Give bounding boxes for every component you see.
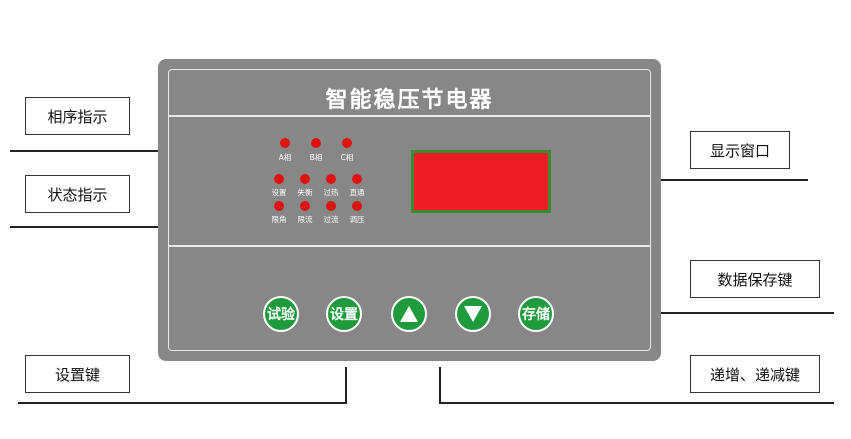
test-button[interactable]: 试验 [263,296,299,332]
increment-button[interactable] [391,296,427,332]
callout-inc-dec-keys: 递增、递减键 [690,355,820,393]
led-imbalance [300,174,310,184]
leader-line-phase [10,150,250,152]
led-label-overcurrent: 过流 [323,215,339,224]
led-label-angle-limit: 限角 [271,215,287,224]
leader-line-incdec-v [439,367,441,403]
panel-frame: 智能稳压节电器 A相 B相 C相 设置 失衡 过热 直通 限角 限流 过流 调压… [168,69,651,351]
led-phase-c [342,138,352,148]
led-label-imbalance: 失衡 [297,188,313,197]
leader-line-save [578,312,834,314]
leader-line-incdec-h [439,402,834,404]
up-triangle-icon [400,306,418,322]
leader-line-set-h [18,402,347,404]
led-angle-limit [274,201,284,211]
led-label-phase-a: A相 [278,153,292,162]
callout-data-save-key: 数据保存键 [690,260,820,298]
led-setting [274,174,284,184]
callout-status-indicator: 状态指示 [25,175,130,213]
store-button[interactable]: 存储 [518,296,554,332]
led-current-limit [300,201,310,211]
led-label-current-limit: 限流 [297,215,313,224]
led-label-phase-c: C相 [340,153,354,162]
divider-top [169,115,650,117]
led-bypass [352,174,362,184]
decrement-button[interactable] [455,296,491,332]
panel-title: 智能稳压节电器 [325,88,494,113]
led-label-setting: 设置 [271,188,287,197]
led-overheat [326,174,336,184]
leader-line-set-v [345,367,347,403]
led-phase-a [280,138,290,148]
led-voltage-regulation [352,201,362,211]
display-window [411,150,551,213]
leader-line-display [578,179,808,181]
led-label-voltage-regulation: 调压 [349,215,365,224]
device-panel: 智能稳压节电器 A相 B相 C相 设置 失衡 过热 直通 限角 限流 过流 调压… [158,59,661,361]
set-button[interactable]: 设置 [326,296,362,332]
led-label-phase-b: B相 [309,153,323,162]
callout-phase-indicator: 相序指示 [25,97,130,135]
callout-set-key: 设置键 [25,355,130,393]
leader-line-status [10,226,250,228]
down-triangle-icon [464,306,482,322]
divider-bottom [169,245,650,247]
led-phase-b [311,138,321,148]
led-label-overheat: 过热 [323,188,339,197]
led-overcurrent [326,201,336,211]
callout-display-window: 显示窗口 [690,131,790,169]
led-label-bypass: 直通 [349,188,365,197]
